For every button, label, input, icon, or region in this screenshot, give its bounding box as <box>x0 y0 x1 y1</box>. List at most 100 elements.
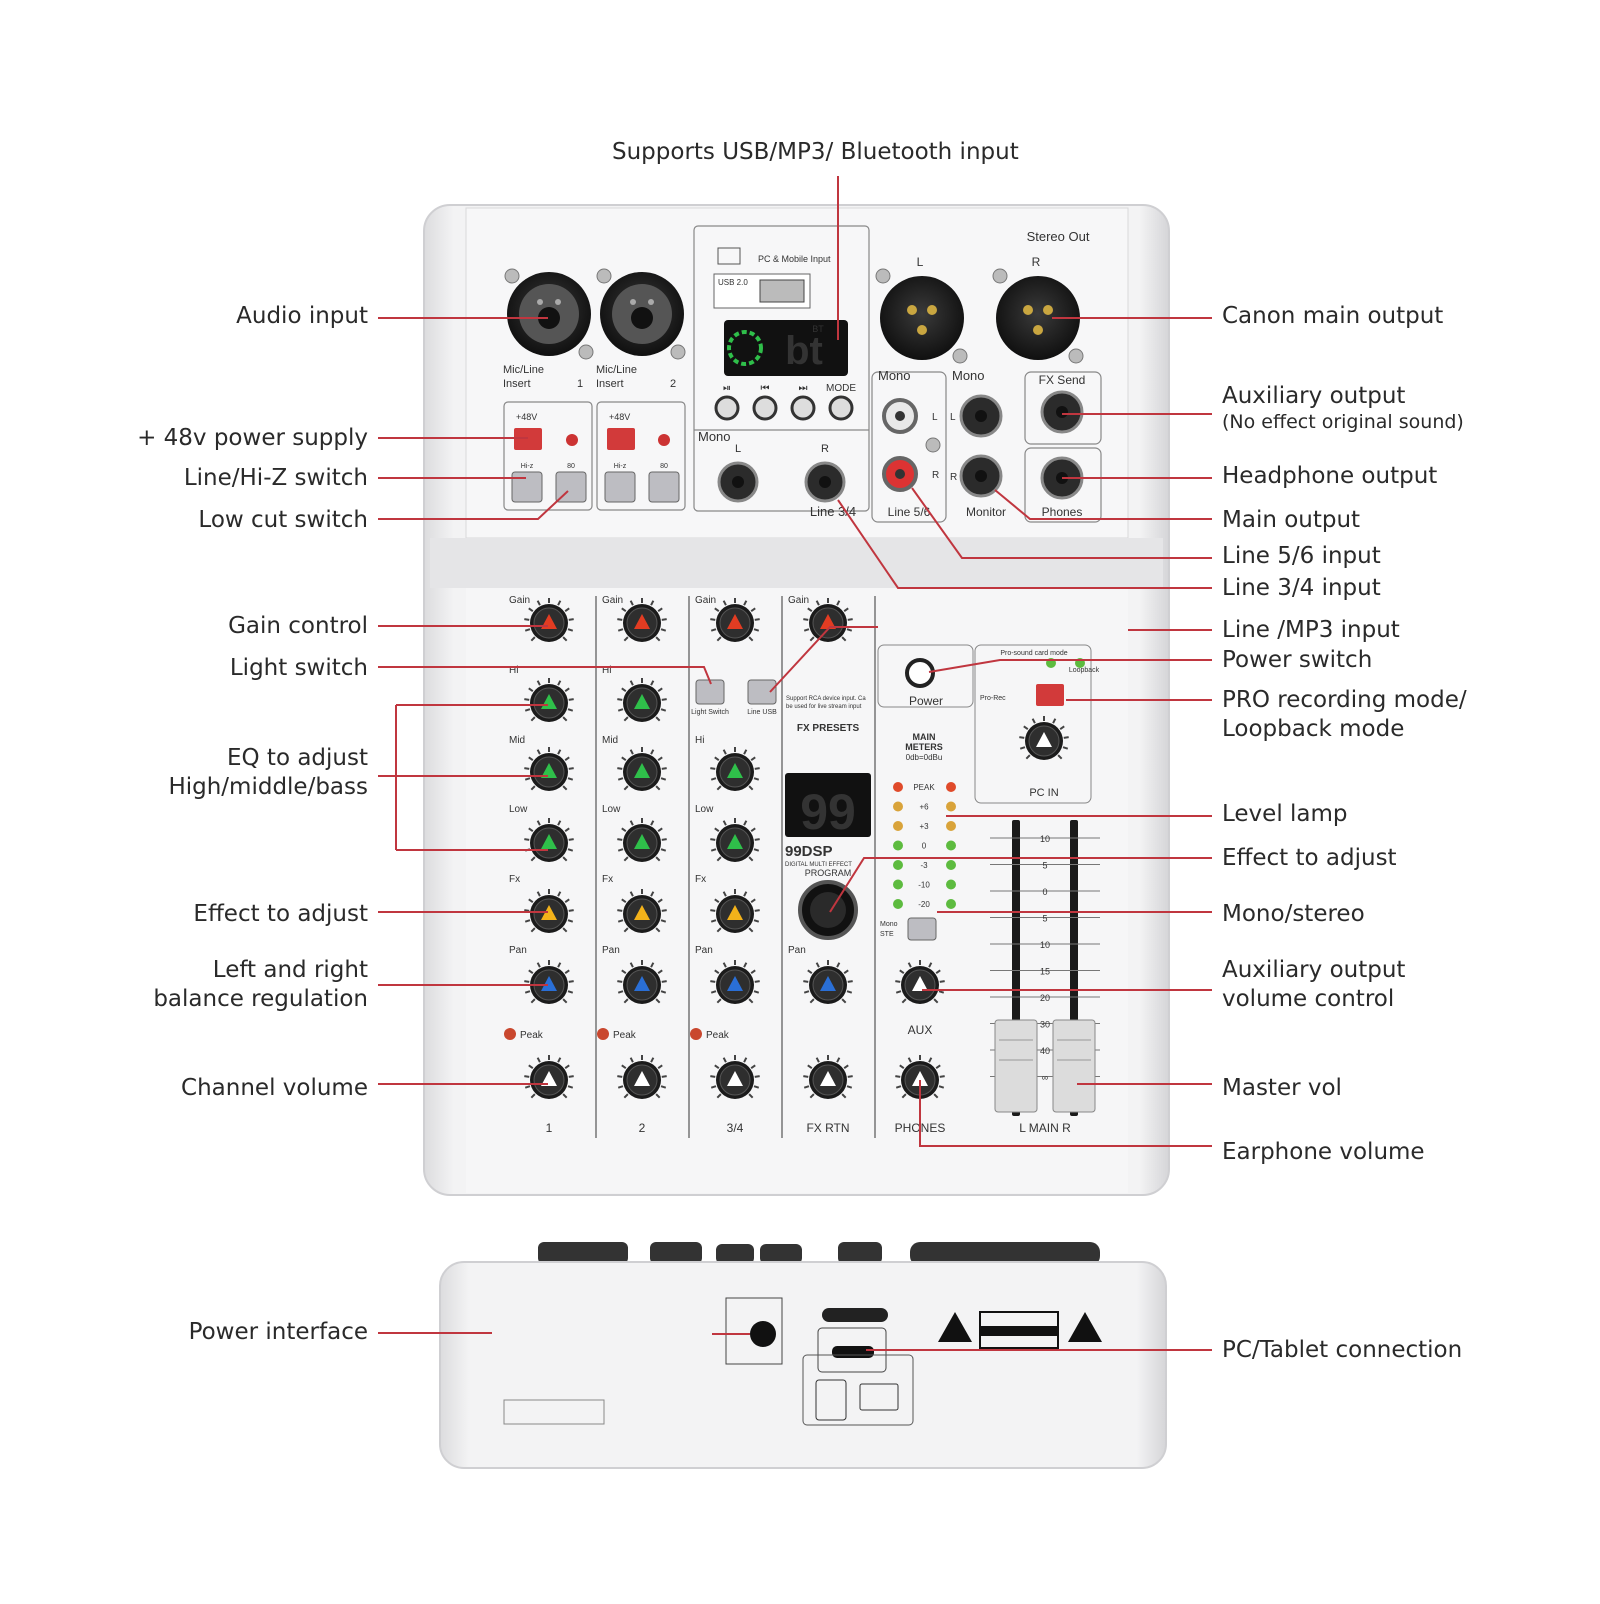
callout-main-output: Main output <box>1222 507 1361 533</box>
callout-line-mp3-input: Line /MP3 input <box>1222 617 1400 643</box>
volume-knob-ch2[interactable] <box>617 1055 667 1099</box>
fx-number-display: 99 <box>800 784 856 840</box>
peak-led-3 <box>690 1028 702 1040</box>
dc-power-jack[interactable] <box>750 1321 776 1347</box>
leader-line <box>829 857 1212 913</box>
pan-knob-ch2[interactable] <box>617 960 667 1004</box>
hi-eq-knob-ch34[interactable] <box>710 747 760 791</box>
gain-knob-line-usb[interactable] <box>803 598 853 642</box>
callout-channel-volume: Channel volume <box>181 1075 368 1101</box>
next-button[interactable] <box>790 395 816 421</box>
meter-led-r <box>946 860 956 870</box>
pan-knob-ch1[interactable] <box>524 960 574 1004</box>
fader-scale-7: 30 <box>1040 1020 1050 1030</box>
pc-in-knob[interactable] <box>1019 716 1069 760</box>
dsp-logo: 99DSP <box>785 843 833 860</box>
callout-aux-volume-line1: Auxiliary output <box>1222 957 1406 983</box>
callout-eq: EQ to adjust High/middle/bass <box>168 744 368 802</box>
line4-r-label: R <box>821 443 829 455</box>
monitor-label: Monitor <box>966 505 1006 519</box>
hiz-button-1[interactable] <box>511 471 543 503</box>
mode-button[interactable] <box>828 395 854 421</box>
pan-knob-ch34[interactable] <box>710 960 760 1004</box>
callout-eq-line2: High/middle/bass <box>168 774 368 800</box>
usb-label: USB 2.0 <box>718 278 748 287</box>
transport-label-1: ⏮ <box>761 383 770 394</box>
hi-eq-knob-ch1[interactable] <box>524 678 574 722</box>
fader-scale-3: 5 <box>1042 914 1047 924</box>
callout-balance: Left and right balance regulation <box>153 956 368 1014</box>
insert-label-1: Insert <box>503 378 531 390</box>
phantom-label-1: +48V <box>516 412 537 422</box>
meter-led-r <box>946 899 956 909</box>
xlr-out-right[interactable] <box>996 276 1080 360</box>
volume-knob-fx-rtn[interactable] <box>803 1055 853 1099</box>
callout-low-cut-switch: Low cut switch <box>198 507 368 533</box>
pan-label-2: Pan <box>695 945 713 956</box>
play-pause-button[interactable] <box>714 395 740 421</box>
pc-in-label: PC IN <box>1029 787 1058 799</box>
fader-cap-right[interactable] <box>1052 1019 1096 1113</box>
mid-eq-knob-ch2[interactable] <box>617 747 667 791</box>
combo-jack-2[interactable] <box>600 272 684 356</box>
prev-button[interactable] <box>752 395 778 421</box>
strip-label-0: 1 <box>546 1121 553 1135</box>
callout-power-interface: Power interface <box>188 1319 368 1345</box>
gain-knob-ch2[interactable] <box>617 598 667 642</box>
gain-label-0: Gain <box>509 595 530 606</box>
hi-label-2: Hi <box>695 735 704 746</box>
combo-jack-1[interactable] <box>507 272 591 356</box>
leader-line <box>378 666 712 685</box>
volume-knob-ch1[interactable] <box>524 1055 574 1099</box>
bt-display-tag: BT <box>812 324 824 334</box>
leader-line <box>911 487 1212 559</box>
loopback-label: Loopback <box>1069 667 1100 674</box>
hi-eq-knob-ch2[interactable] <box>617 678 667 722</box>
callout-eq-line1: EQ to adjust <box>226 745 368 771</box>
peak-led-1 <box>504 1028 516 1040</box>
phantom-button-2[interactable] <box>607 428 635 450</box>
program-label: PROGRAM <box>805 868 852 878</box>
leader-line <box>928 659 1212 673</box>
fx-knob-ch2[interactable] <box>617 889 667 933</box>
usb-port[interactable] <box>759 279 805 303</box>
pro-rec-label: Pro-Rec <box>980 695 1006 702</box>
xlr-out-left[interactable] <box>880 276 964 360</box>
mid-eq-knob-ch1[interactable] <box>524 747 574 791</box>
callout-pro-rec-line1: PRO recording mode/ <box>1222 687 1467 713</box>
mono-label-line56: Mono <box>878 368 911 383</box>
gain-knob-ch34[interactable] <box>710 598 760 642</box>
power-button[interactable] <box>905 658 935 688</box>
low-label-0: Low <box>509 804 528 815</box>
fx-knob-ch1[interactable] <box>524 889 574 933</box>
gain-knob-ch1[interactable] <box>524 598 574 642</box>
fx-knob-ch34[interactable] <box>710 889 760 933</box>
volume-knob-ch34[interactable] <box>710 1055 760 1099</box>
stereo-out-l-label: L <box>917 255 924 269</box>
lowcut-button-2[interactable] <box>648 471 680 503</box>
callout-pro-recording-mode: PRO recording mode/ Loopback mode <box>1222 686 1467 744</box>
lowcut-label-2: 80 <box>660 463 668 470</box>
line-usb-button[interactable] <box>747 679 777 705</box>
mono-stereo-button[interactable] <box>907 917 937 941</box>
gain-label-1: Gain <box>602 595 623 606</box>
leader-line <box>769 626 878 693</box>
meter-led-l <box>893 879 903 890</box>
meter-label-2: +3 <box>919 822 929 831</box>
fader-cap-left[interactable] <box>994 1019 1038 1113</box>
low-eq-knob-ch2[interactable] <box>617 818 667 862</box>
line-usb-label: Line USB <box>747 709 777 716</box>
pro-rec-button[interactable] <box>1036 684 1064 706</box>
low-eq-knob-ch34[interactable] <box>710 818 760 862</box>
ste-label: STE <box>880 931 894 938</box>
aux-volume-knob[interactable] <box>895 960 945 1004</box>
pan-knob-fx-rtn[interactable] <box>803 960 853 1004</box>
program-encoder[interactable] <box>798 880 858 940</box>
meter-led-l <box>893 899 903 909</box>
hiz-button-2[interactable] <box>604 471 636 503</box>
transport-label-3: MODE <box>826 383 856 394</box>
type-c-port[interactable] <box>832 1346 874 1358</box>
callout-earphone-volume: Earphone volume <box>1222 1139 1425 1165</box>
pan-label-0: Pan <box>509 945 527 956</box>
